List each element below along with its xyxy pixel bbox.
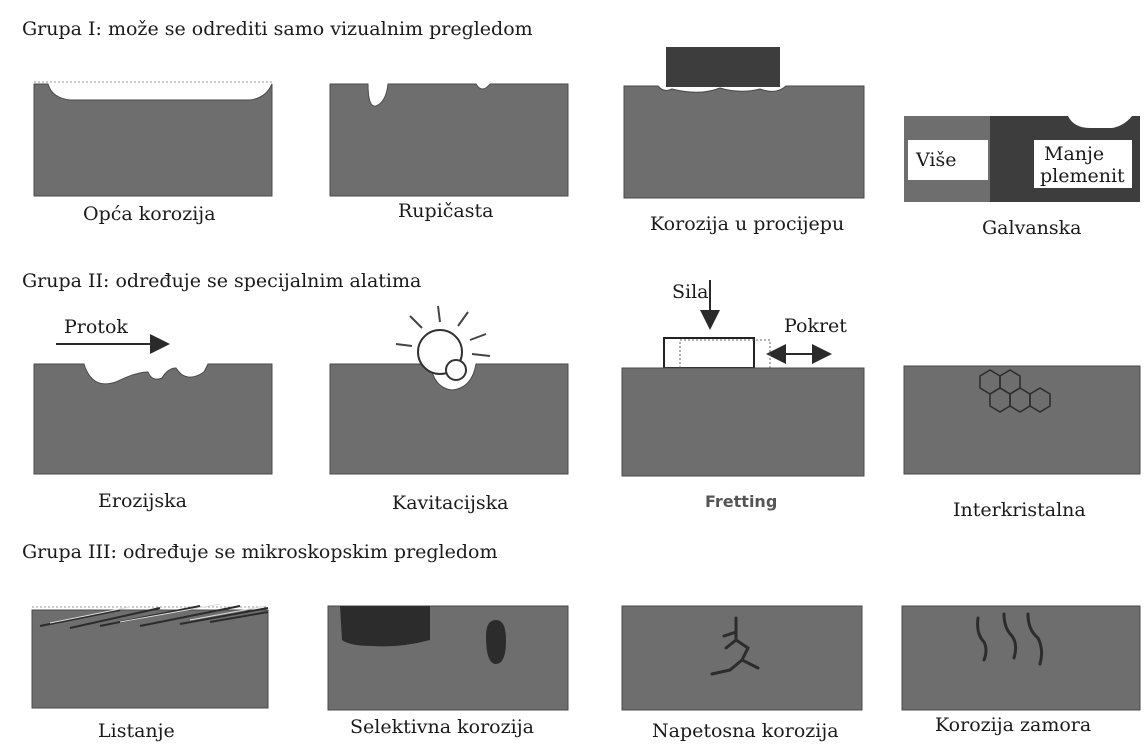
caption-exfoliation: Listanje	[98, 720, 175, 742]
intergranular-corrosion-diagram	[903, 365, 1141, 475]
flow-label: Protok	[64, 316, 128, 338]
fatigue-corrosion-diagram	[901, 605, 1141, 711]
fretting-corrosion-diagram: Sila Pokret	[621, 280, 865, 477]
caption-uniform-corrosion: Opća korozija	[83, 203, 216, 225]
caption-erosion: Erozijska	[98, 490, 187, 512]
group-2-title: Grupa II: određuje se specijalnim alatim…	[22, 270, 422, 292]
selective-corrosion-diagram	[327, 605, 569, 711]
caption-selective: Selektivna korozija	[350, 716, 534, 738]
caption-pitting: Rupičasta	[398, 200, 494, 222]
caption-fretting: Fretting	[705, 492, 778, 511]
crevice-corrosion-diagram	[623, 47, 865, 199]
galvanic-corrosion-diagram: Više Manje plemenit	[904, 116, 1140, 202]
motion-label: Pokret	[784, 315, 847, 337]
group-3-title: Grupa III: određuje se mikroskopskim pre…	[22, 541, 498, 563]
caption-cavitation: Kavitacijska	[392, 492, 509, 514]
less-noble-label-line1: Manje	[1044, 143, 1104, 165]
more-noble-label: Više	[915, 149, 956, 171]
group-1-title: Grupa I: može se odrediti samo vizualnim…	[22, 18, 533, 40]
cavitation-corrosion-diagram	[329, 305, 569, 475]
pitting-corrosion-diagram	[329, 83, 569, 197]
uniform-corrosion-diagram	[33, 81, 273, 197]
caption-stress-corrosion: Napetosna korozija	[652, 720, 839, 742]
caption-intergranular: Interkristalna	[953, 499, 1086, 521]
caption-crevice: Korozija u procijepu	[650, 213, 845, 235]
caption-fatigue: Korozija zamora	[935, 714, 1092, 736]
erosion-corrosion-diagram: Protok	[33, 316, 273, 475]
less-noble-label-line2: plemenit	[1040, 165, 1125, 187]
caption-galvanic: Galvanska	[982, 217, 1082, 239]
exfoliation-corrosion-diagram	[31, 603, 269, 709]
stress-corrosion-cracking-diagram	[621, 605, 863, 711]
force-label: Sila	[672, 281, 709, 303]
